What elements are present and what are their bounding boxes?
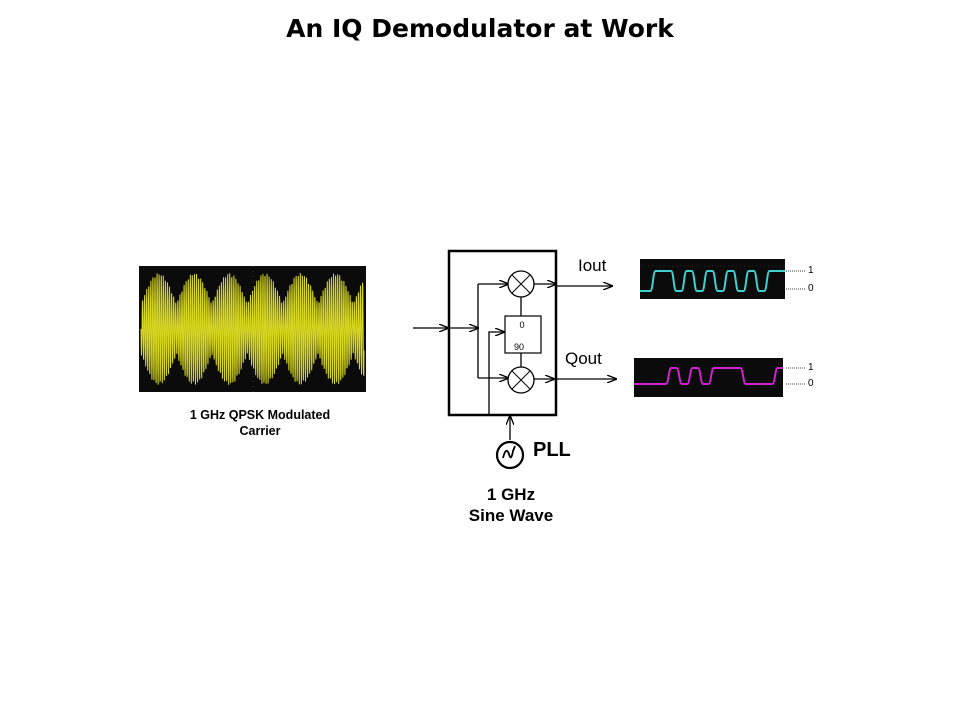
mixer-i-icon (507, 270, 535, 298)
lo-caption-line2: Sine Wave (468, 506, 554, 525)
q-level-high: 1 (808, 362, 814, 373)
phase-0-label: 0 (519, 320, 525, 330)
carrier-caption-line2: Carrier (239, 424, 281, 438)
carrier-caption: 1 GHz QPSK Modulated Carrier (130, 407, 390, 439)
phase-90-label: 90 (513, 342, 524, 352)
q-output-scope (634, 358, 806, 397)
i-waveform (640, 269, 785, 292)
oscillator-icon (495, 440, 525, 470)
phase-shifter-box (504, 315, 542, 354)
lo-caption: 1 GHz Sine Wave (440, 484, 582, 526)
internal-wiring (449, 284, 616, 440)
q-level-low: 0 (808, 378, 814, 389)
carrier-caption-line1: 1 GHz QPSK Modulated (189, 408, 331, 422)
i-level-high: 1 (808, 265, 814, 276)
q-out-label: Qout (565, 349, 602, 368)
carrier-waveform (140, 272, 365, 385)
pll-label: PLL (533, 439, 571, 461)
page-title: An IQ Demodulator at Work (286, 14, 674, 43)
q-waveform (634, 367, 783, 385)
mixer-q-icon (507, 366, 535, 394)
lo-caption-line1: 1 GHz (486, 485, 536, 504)
i-level-low: 0 (808, 283, 814, 294)
carrier-scope (139, 266, 366, 392)
i-output-scope (640, 259, 806, 299)
i-out-label: Iout (578, 256, 607, 275)
